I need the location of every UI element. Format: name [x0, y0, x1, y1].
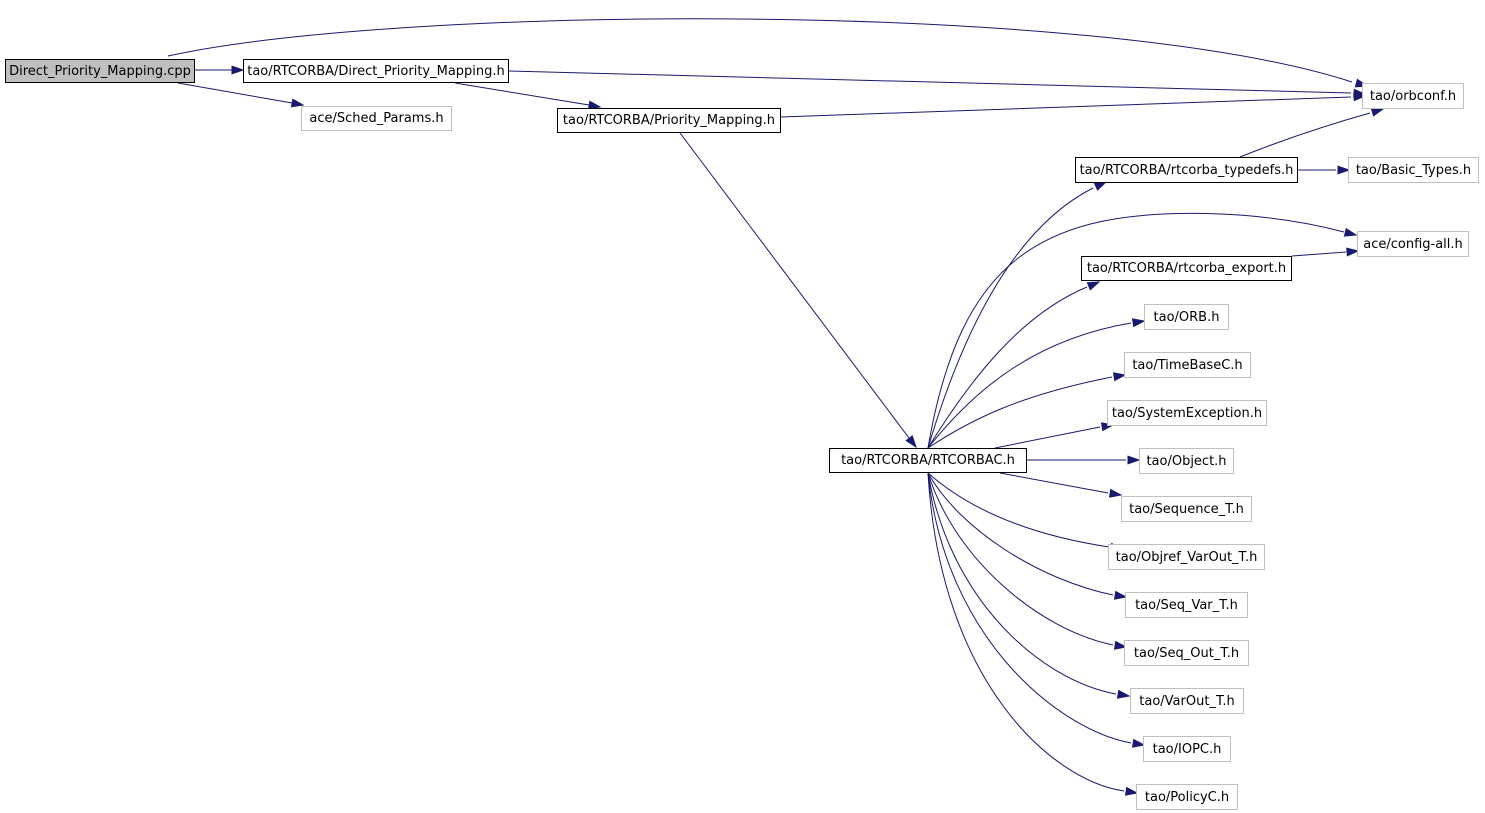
- edge-arrowhead: [290, 98, 305, 108]
- edge-priority-mapping-h-to-orbconf-h: [780, 92, 1367, 118]
- edge-rtcorba-export-h-to-config-all-h: [1291, 247, 1360, 257]
- edge-rtcorbac-h-to-seq-out-t-h: [927, 472, 1128, 650]
- edge-line: [177, 82, 293, 104]
- node-seq-var-t-h: tao/Seq_Var_T.h: [1125, 592, 1248, 618]
- edge-rtcorbac-h-to-sequence-t-h: [999, 472, 1123, 498]
- edge-line: [1239, 112, 1371, 158]
- edge-rtcorbac-h-to-objref-varout-t-h: [927, 472, 1124, 552]
- edge-rtcorbac-h-to-orb-h: [927, 318, 1146, 449]
- edge-line: [927, 376, 1113, 449]
- edge-direct-priority-mapping-h-to-priority-mapping-h: [454, 82, 602, 110]
- edge-arrowhead: [1112, 372, 1127, 382]
- edge-rtcorbac-h-to-systemexception-h: [994, 422, 1115, 449]
- edge-arrowhead: [1113, 590, 1128, 600]
- edge-line: [999, 472, 1109, 494]
- edge-rtcorbac-h-to-timebasec-h: [927, 372, 1127, 449]
- edge-arrowhead: [1346, 247, 1360, 257]
- edge-arrowhead: [1127, 455, 1141, 465]
- edge-arrowhead: [1108, 488, 1123, 498]
- node-iopc-h: tao/IOPC.h: [1143, 736, 1231, 762]
- edge-arrowhead: [1353, 92, 1367, 102]
- edge-line: [927, 286, 1088, 449]
- edge-line: [927, 472, 1114, 596]
- edge-line: [167, 18, 1353, 83]
- edge-arrowhead: [905, 435, 917, 449]
- edge-direct-priority-mapping-h-to-orbconf-h: [508, 70, 1367, 98]
- edge-line: [927, 187, 1094, 449]
- edge-arrowhead: [1343, 227, 1358, 237]
- dependency-edges: [167, 18, 1385, 796]
- edge-rtcorba-typedefs-h-to-basic-types-h: [1298, 165, 1351, 175]
- node-orb-h: tao/ORB.h: [1144, 304, 1229, 330]
- edge-line: [927, 472, 1117, 695]
- node-config-all-h: ace/config-all.h: [1357, 231, 1469, 257]
- node-direct-priority-mapping-cpp[interactable]: Direct_Priority_Mapping.cpp: [5, 59, 195, 83]
- edge-arrowhead: [1370, 108, 1385, 117]
- edge-arrowhead: [1124, 786, 1139, 796]
- edge-arrowhead: [1131, 318, 1146, 328]
- edge-arrowhead: [1113, 640, 1128, 650]
- edge-arrowhead: [1337, 165, 1351, 175]
- edge-direct-priority-mapping-cpp-to-direct-priority-mapping-h: [195, 65, 245, 75]
- edge-line: [927, 472, 1132, 744]
- node-sequence-t-h: tao/Sequence_T.h: [1121, 496, 1252, 522]
- edge-rtcorbac-h-to-object-h: [1027, 455, 1141, 465]
- node-seq-out-t-h: tao/Seq_Out_T.h: [1124, 640, 1249, 666]
- edge-line: [994, 426, 1101, 449]
- edge-rtcorbac-h-to-iopc-h: [927, 472, 1146, 748]
- edge-rtcorbac-h-to-rtcorba-typedefs-h: [927, 181, 1108, 449]
- edge-arrowhead: [1086, 281, 1101, 291]
- edge-line: [454, 82, 590, 106]
- edge-line: [1291, 251, 1347, 257]
- edge-priority-mapping-h-to-rtcorbac-h: [679, 132, 917, 449]
- edge-arrowhead: [1116, 689, 1131, 699]
- node-object-h: tao/Object.h: [1139, 448, 1234, 474]
- node-policyc-h: tao/PolicyC.h: [1136, 784, 1238, 810]
- edge-rtcorbac-h-to-config-all-h: [927, 212, 1358, 449]
- node-sched-params-h: ace/Sched_Params.h: [301, 106, 452, 131]
- node-direct-priority-mapping-h[interactable]: tao/RTCORBA/Direct_Priority_Mapping.h: [243, 59, 509, 83]
- node-basic-types-h: tao/Basic_Types.h: [1348, 157, 1479, 183]
- edge-line: [927, 322, 1132, 449]
- node-systemexception-h: tao/SystemException.h: [1107, 400, 1267, 426]
- edge-arrowhead: [1131, 738, 1146, 748]
- edge-rtcorba-typedefs-h-to-orbconf-h: [1239, 108, 1385, 158]
- node-timebasec-h: tao/TimeBaseC.h: [1124, 352, 1251, 378]
- edge-line: [508, 70, 1352, 94]
- edge-arrowhead: [587, 100, 602, 110]
- node-rtcorba-typedefs-h[interactable]: tao/RTCORBA/rtcorba_typedefs.h: [1075, 157, 1298, 183]
- edge-line: [927, 472, 1114, 646]
- edge-line: [927, 472, 1125, 792]
- edge-direct-priority-mapping-cpp-to-sched-params-h: [177, 82, 305, 108]
- edge-rtcorbac-h-to-rtcorba-export-h: [927, 281, 1101, 449]
- edge-line: [927, 472, 1110, 548]
- edge-rtcorbac-h-to-seq-var-t-h: [927, 472, 1128, 600]
- edge-arrowhead: [231, 65, 245, 75]
- edge-arrowhead: [1093, 181, 1108, 191]
- edge-line: [927, 212, 1345, 449]
- edge-line: [679, 132, 910, 439]
- node-priority-mapping-h[interactable]: tao/RTCORBA/Priority_Mapping.h: [557, 108, 781, 133]
- node-rtcorbac-h[interactable]: tao/RTCORBA/RTCORBAC.h: [829, 448, 1027, 473]
- node-orbconf-h: tao/orbconf.h: [1362, 83, 1464, 109]
- edge-line: [780, 96, 1352, 118]
- edge-rtcorbac-h-to-varout-t-h: [927, 472, 1131, 699]
- node-rtcorba-export-h[interactable]: tao/RTCORBA/rtcorba_export.h: [1081, 256, 1292, 281]
- edge-rtcorbac-h-to-policyc-h: [927, 472, 1139, 796]
- node-objref-varout-t-h: tao/Objref_VarOut_T.h: [1108, 544, 1265, 570]
- node-varout-t-h: tao/VarOut_T.h: [1130, 688, 1244, 714]
